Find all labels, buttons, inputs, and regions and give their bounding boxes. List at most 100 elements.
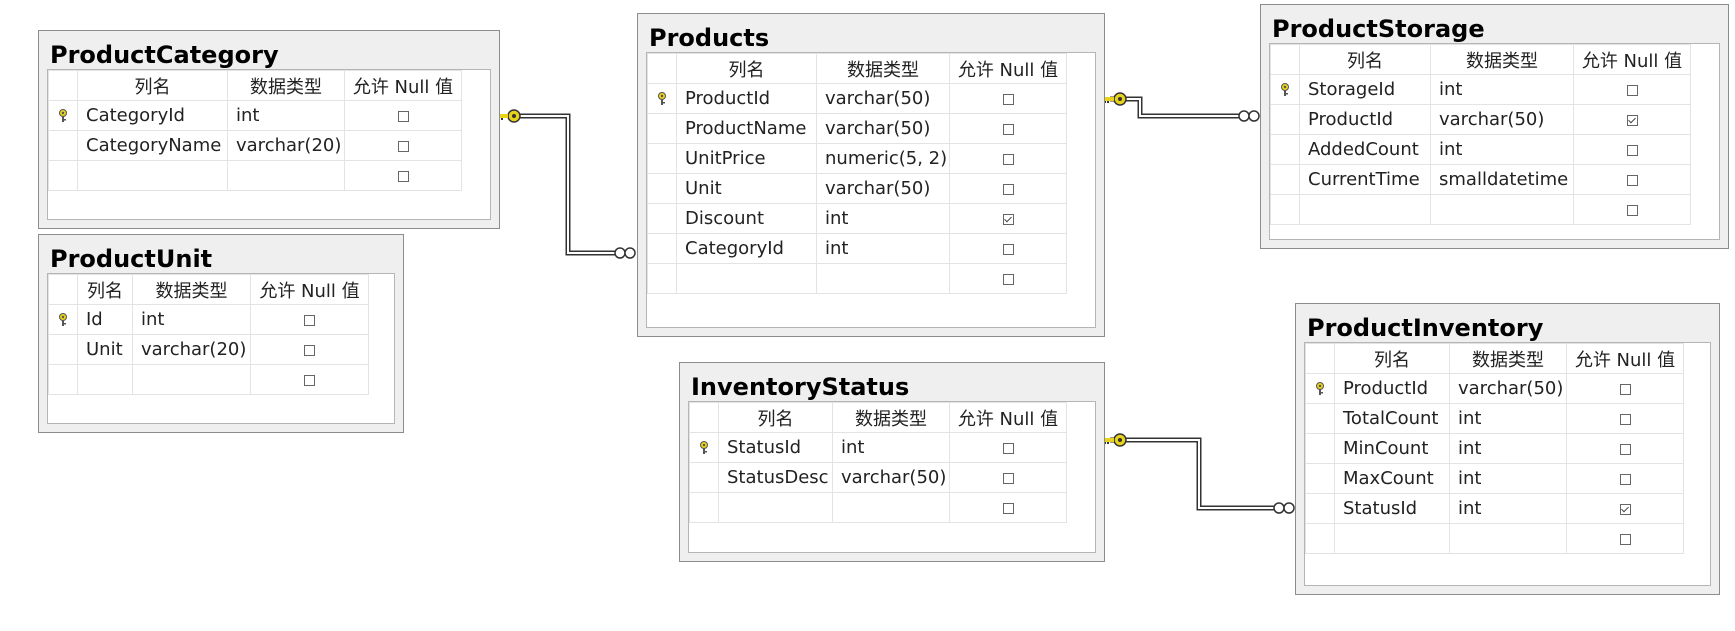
allow-null-checkbox[interactable] (1626, 144, 1638, 156)
data-type[interactable]: int (816, 203, 950, 234)
row-selector[interactable] (1270, 194, 1300, 225)
row-selector[interactable] (689, 432, 719, 463)
row-selector[interactable] (48, 100, 78, 131)
column-name[interactable]: StatusId (718, 432, 833, 463)
data-type[interactable]: int (832, 432, 950, 463)
allow-null-checkbox[interactable] (1002, 472, 1014, 484)
allow-null-checkbox[interactable] (1626, 84, 1638, 96)
data-type[interactable]: smalldatetime (1430, 164, 1574, 195)
data-type[interactable]: int (816, 233, 950, 264)
row-selector[interactable] (1305, 463, 1335, 494)
column-name[interactable] (1299, 194, 1431, 225)
allow-null-checkbox[interactable] (1002, 243, 1014, 255)
column-name[interactable]: MaxCount (1334, 463, 1450, 494)
relationship-products-storage[interactable] (1110, 96, 1241, 119)
row-selector[interactable] (48, 130, 78, 161)
row-selector[interactable] (647, 143, 677, 174)
allow-null-checkbox[interactable] (304, 344, 315, 356)
data-type[interactable]: int (1449, 493, 1567, 524)
column-name[interactable]: Discount (676, 203, 817, 234)
column-name[interactable]: StatusDesc (718, 462, 833, 493)
allow-null-checkbox[interactable] (1626, 114, 1638, 126)
column-name[interactable]: TotalCount (1334, 403, 1450, 434)
data-type[interactable]: varchar(50) (1430, 104, 1574, 135)
column-row[interactable] (48, 160, 462, 191)
row-selector[interactable] (1305, 403, 1335, 434)
row-selector[interactable] (647, 263, 677, 294)
data-type[interactable]: int (227, 100, 345, 131)
data-type[interactable]: int (1449, 433, 1567, 464)
row-selector[interactable] (1270, 134, 1300, 165)
data-type[interactable]: varchar(50) (816, 173, 950, 204)
column-name[interactable]: Unit (676, 173, 817, 204)
row-selector[interactable] (48, 364, 78, 395)
allow-null-checkbox[interactable] (1619, 383, 1631, 395)
row-selector[interactable] (48, 304, 78, 335)
relationship-status-inventory[interactable] (1110, 437, 1277, 511)
row-selector[interactable] (1270, 104, 1300, 135)
column-row[interactable] (1270, 194, 1691, 225)
column-name[interactable]: StorageId (1299, 74, 1431, 105)
row-selector[interactable] (647, 233, 677, 264)
data-type[interactable]: varchar(50) (1449, 373, 1567, 404)
row-selector[interactable] (48, 334, 78, 365)
allow-null-checkbox[interactable] (397, 110, 409, 122)
column-name[interactable]: ProductName (676, 113, 817, 144)
column-name[interactable]: UnitPrice (676, 143, 817, 174)
allow-null-checkbox[interactable] (1619, 473, 1631, 485)
allow-null-checkbox[interactable] (304, 314, 315, 326)
column-name[interactable]: Unit (77, 334, 133, 365)
row-selector[interactable] (1305, 433, 1335, 464)
column-name[interactable] (676, 263, 817, 294)
data-type[interactable]: varchar(50) (816, 83, 950, 114)
allow-null-checkbox[interactable] (1002, 273, 1014, 285)
row-selector[interactable] (1305, 373, 1335, 404)
row-selector[interactable] (647, 173, 677, 204)
data-type[interactable]: numeric(5, 2) (816, 143, 950, 174)
data-type[interactable] (1430, 194, 1574, 225)
allow-null-checkbox[interactable] (1619, 503, 1631, 515)
row-selector[interactable] (48, 160, 78, 191)
allow-null-checkbox[interactable] (1002, 153, 1014, 165)
relationship-category-products[interactable] (512, 113, 617, 256)
row-selector[interactable] (689, 492, 719, 523)
column-name[interactable]: AddedCount (1299, 134, 1431, 165)
column-row[interactable] (48, 364, 369, 395)
data-type[interactable]: int (1449, 463, 1567, 494)
data-type[interactable]: int (1430, 74, 1574, 105)
column-name[interactable] (718, 492, 833, 523)
allow-null-checkbox[interactable] (304, 374, 315, 386)
data-type[interactable] (132, 364, 251, 395)
allow-null-checkbox[interactable] (397, 140, 409, 152)
allow-null-checkbox[interactable] (1619, 533, 1631, 545)
allow-null-checkbox[interactable] (397, 170, 409, 182)
data-type[interactable]: int (1449, 403, 1567, 434)
column-name[interactable]: MinCount (1334, 433, 1450, 464)
column-name[interactable] (77, 364, 133, 395)
column-name[interactable]: CategoryId (77, 100, 228, 131)
column-name[interactable]: CategoryName (77, 130, 228, 161)
row-selector[interactable] (1305, 523, 1335, 554)
allow-null-checkbox[interactable] (1002, 123, 1014, 135)
row-selector[interactable] (689, 462, 719, 493)
data-type[interactable]: varchar(50) (816, 113, 950, 144)
data-type[interactable] (1449, 523, 1567, 554)
data-type[interactable]: varchar(20) (132, 334, 251, 365)
